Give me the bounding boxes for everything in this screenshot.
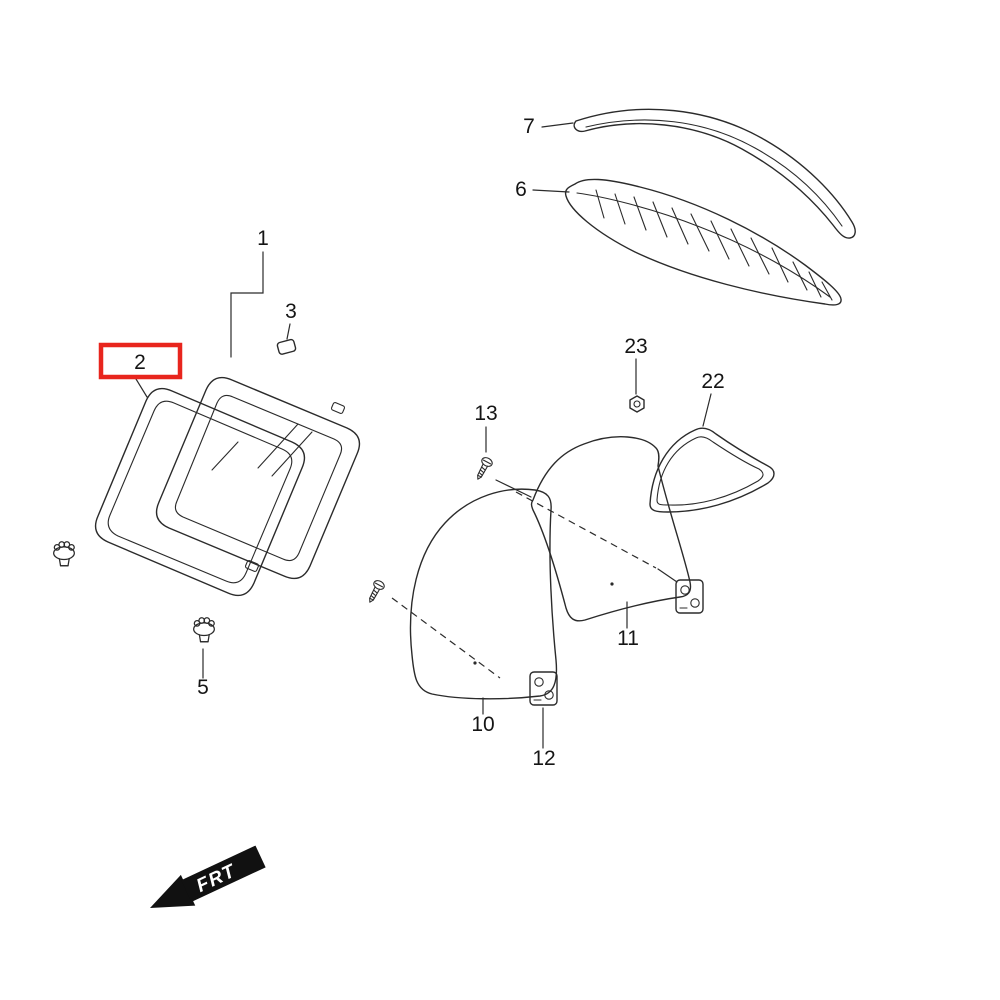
nut-part-23 bbox=[629, 395, 645, 413]
leader-2 bbox=[135, 378, 148, 398]
part-label-12[interactable]: 12 bbox=[532, 747, 555, 770]
part-label-5[interactable]: 5 bbox=[197, 676, 209, 699]
part-label-7[interactable]: 7 bbox=[523, 115, 535, 138]
highlight-box-part-2 bbox=[98, 342, 183, 380]
part-label-23[interactable]: 23 bbox=[624, 335, 647, 358]
rear-molding-part-7 bbox=[573, 108, 856, 239]
rear-door-glass-part-11 bbox=[515, 436, 692, 622]
screw-part-13 bbox=[472, 455, 495, 483]
glass-holder-right bbox=[657, 568, 704, 614]
leader-1 bbox=[230, 251, 264, 358]
windshield-glass-part-1 bbox=[155, 376, 361, 580]
leader-lines bbox=[135, 122, 712, 749]
hidden-edge-line-10 bbox=[391, 597, 501, 679]
windshield-molding-part-2 bbox=[94, 387, 306, 597]
screw-front-door bbox=[364, 578, 387, 606]
leader-7 bbox=[541, 122, 574, 128]
hidden-edge-line-11 bbox=[515, 491, 657, 569]
glass-spacer-part-3 bbox=[276, 338, 297, 355]
part-label-2[interactable]: 2 bbox=[134, 351, 146, 374]
part-label-13[interactable]: 13 bbox=[474, 402, 497, 425]
molding-hatch-lines bbox=[595, 189, 833, 301]
leader-6 bbox=[532, 189, 570, 193]
part-label-11[interactable]: 11 bbox=[617, 627, 639, 650]
glass-reflection-marks bbox=[211, 423, 313, 477]
frt-arrow-bar bbox=[181, 845, 266, 902]
part-label-3[interactable]: 3 bbox=[285, 300, 297, 323]
frt-direction-arrow: FRT bbox=[150, 845, 266, 908]
windshield-tab-bottom bbox=[244, 560, 260, 572]
front-door-glass-part-10 bbox=[391, 488, 558, 700]
windshield-tab-top bbox=[330, 402, 346, 414]
part-label-1[interactable]: 1 bbox=[257, 227, 269, 250]
part-label-6[interactable]: 6 bbox=[515, 178, 527, 201]
retainer-clip-part-5 bbox=[193, 617, 215, 643]
rear-molding-part-6 bbox=[564, 178, 842, 306]
part-label-22[interactable]: 22 bbox=[701, 370, 724, 393]
quarter-glass-part-22 bbox=[649, 427, 775, 513]
part-label-10[interactable]: 10 bbox=[471, 713, 494, 736]
leader-13-to-glass bbox=[495, 479, 532, 498]
leader-22 bbox=[702, 393, 712, 427]
retainer-clip-left bbox=[53, 541, 75, 567]
leader-3 bbox=[286, 323, 291, 340]
